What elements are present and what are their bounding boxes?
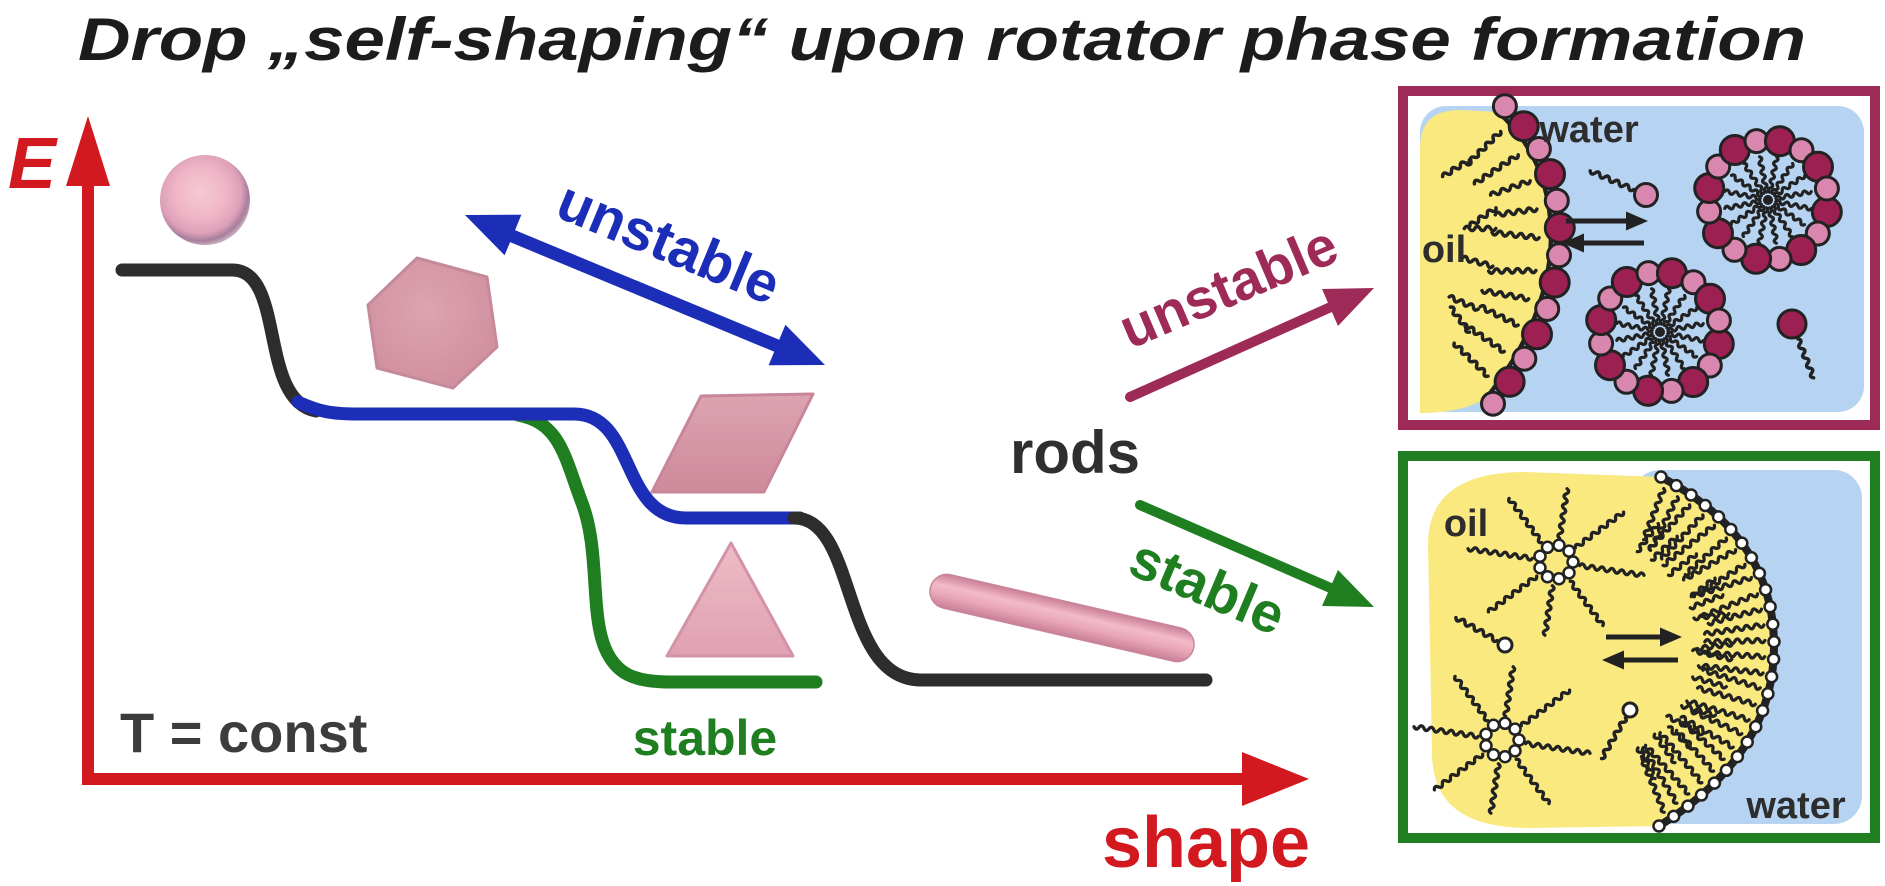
hexagonal-drop <box>366 256 499 390</box>
equilibrium-arrows <box>1562 211 1648 253</box>
free-surfactant <box>1588 169 1659 208</box>
unstable-outcome-arrow <box>1125 288 1374 402</box>
energy-curves <box>115 263 1213 689</box>
y-axis-label: E <box>8 124 58 204</box>
free-surfactant <box>1776 308 1816 380</box>
micelle <box>1585 257 1735 407</box>
free-surfactant <box>1454 615 1514 654</box>
rod-drop <box>929 573 1195 663</box>
arrowhead-right <box>768 324 825 366</box>
arrowhead <box>1322 570 1374 607</box>
oil-tails <box>1440 129 1541 379</box>
arrowhead <box>1322 288 1374 326</box>
y-axis-arrowhead <box>66 116 110 186</box>
drop-shapes <box>160 155 1195 663</box>
oil-label: oil <box>1444 503 1488 545</box>
spherical-drop <box>160 155 250 245</box>
arrowhead-left <box>465 214 522 256</box>
interface-surfactant-chain <box>1480 93 1576 417</box>
unstable-outcome-label: unstable <box>1110 212 1347 360</box>
equilibrium-arrows <box>1602 627 1682 670</box>
micelle <box>1693 125 1843 275</box>
free-surfactant <box>1599 701 1639 761</box>
triangle-drop <box>665 541 795 658</box>
x-axis-label: shape <box>1102 803 1310 883</box>
unstable-branch-arrow <box>465 214 825 366</box>
parallelogram-drop <box>650 392 815 494</box>
energy-curve-stable-green <box>511 408 823 689</box>
water-label: water <box>1538 109 1638 151</box>
energy-curve-top-black <box>115 263 323 418</box>
surfactant-brush <box>1635 486 1767 814</box>
unstable-panel: water oil <box>1398 86 1880 430</box>
stable-branch-label: stable <box>633 710 778 766</box>
oil-label: oil <box>1422 229 1466 271</box>
temperature-condition-label: T = const <box>120 701 367 764</box>
x-axis-arrowhead <box>1242 752 1309 806</box>
stable-outcome-arrow <box>1135 500 1374 607</box>
interface-bead-chain <box>1652 470 1781 833</box>
energy-axes: E shape T = const <box>8 116 1310 883</box>
figure-title: Drop „self-shaping“ upon rotator phase f… <box>78 6 1806 73</box>
energy-curve-bottom-black <box>787 511 1213 687</box>
energy-curve-unstable-blue <box>291 395 807 525</box>
rods-label: rods <box>1010 419 1140 486</box>
reverse-micelle <box>1412 665 1592 815</box>
reverse-micelle <box>1466 487 1646 637</box>
stable-panel: oil water <box>1398 451 1880 843</box>
water-label: water <box>1745 785 1845 827</box>
